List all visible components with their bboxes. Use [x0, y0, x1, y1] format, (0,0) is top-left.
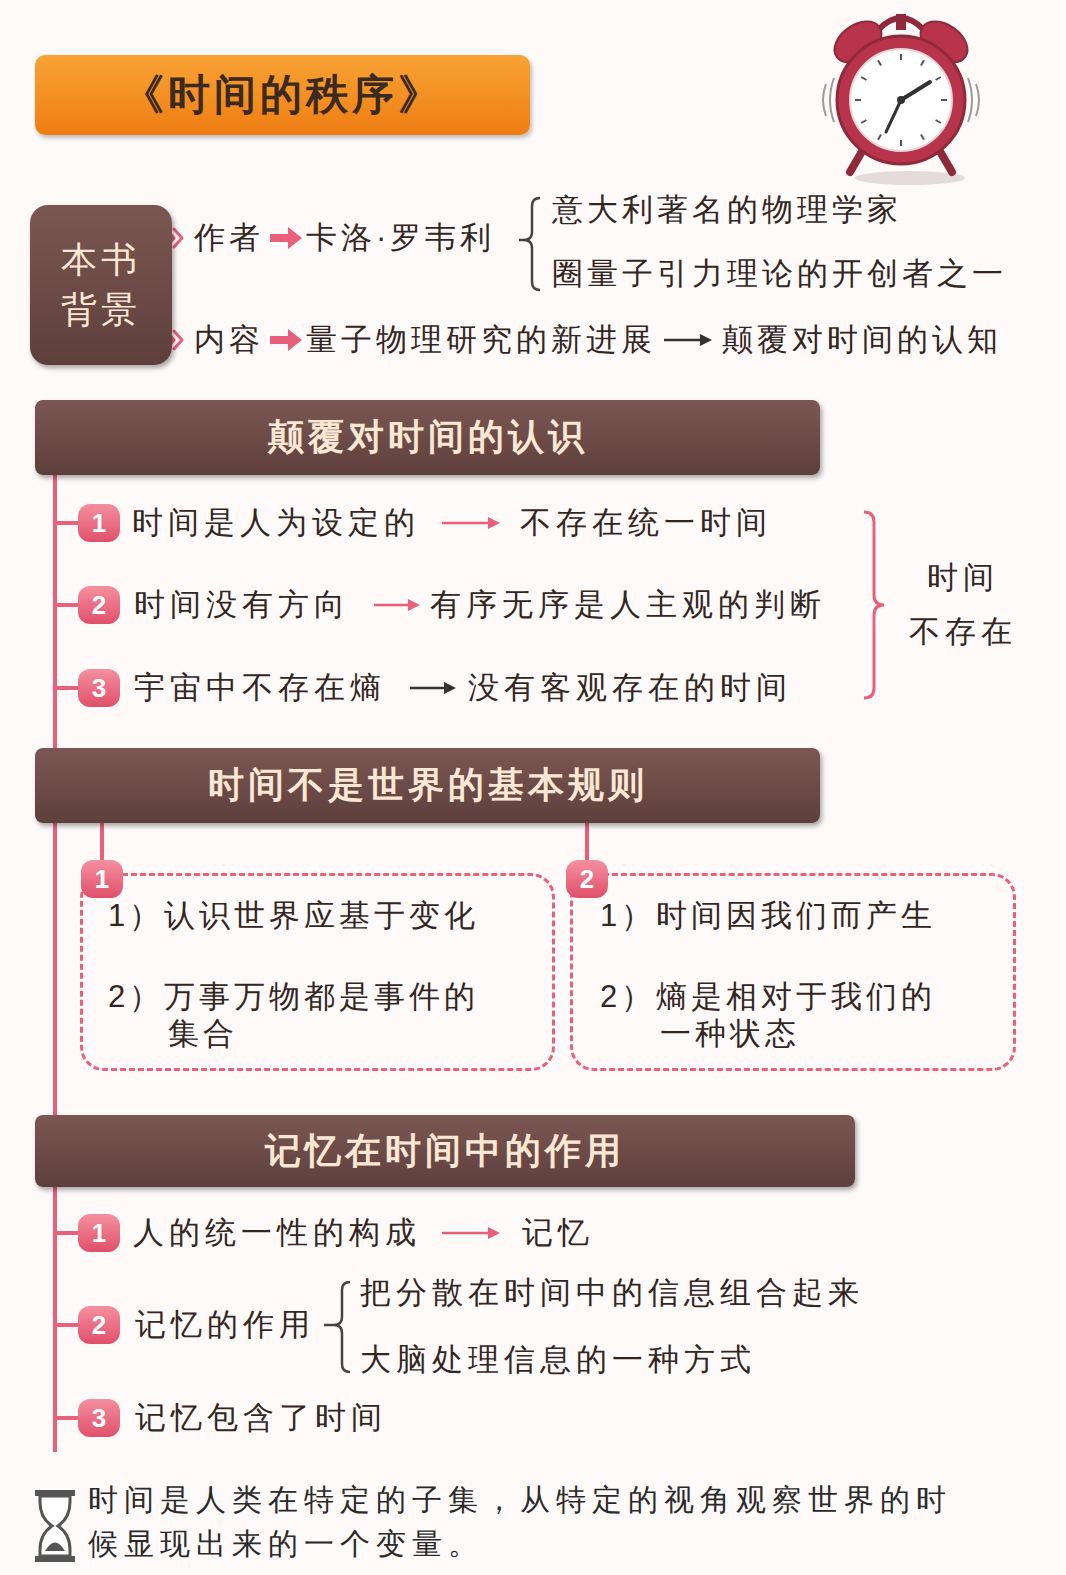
label-text: 大脑处理信息的一种方式 [360, 1341, 756, 1378]
badge-number: 2 [580, 864, 594, 895]
section-band: 颠覆对时间的认识 [35, 400, 820, 475]
brace [324, 1282, 350, 1372]
label-text: 时间 不存在 [893, 551, 1033, 660]
tree-connector [55, 475, 78, 523]
clock-knob [896, 14, 906, 30]
node-text: 颠覆对时间的认识 [268, 413, 588, 462]
tree-connector [55, 475, 78, 605]
label-text: 记忆 [522, 1214, 594, 1251]
section-band: 时间不是世界的基本规则 [35, 748, 820, 823]
thin-arrow [374, 599, 420, 611]
alarm-clock [823, 13, 979, 185]
background-box: 本书 背景 [30, 205, 172, 365]
node-text: 本书 背景 [46, 235, 156, 336]
vibration-mark [968, 78, 972, 122]
node-text: 记忆在时间中的作用 [265, 1127, 625, 1176]
label-text: 作者 [194, 219, 264, 256]
badge-number: 1 [92, 1218, 106, 1249]
brace [864, 512, 884, 698]
vibration-mark [976, 84, 979, 116]
vibration-mark [823, 84, 826, 116]
label-text: 记忆的作用 [135, 1306, 315, 1343]
badge-number: 3 [92, 673, 106, 704]
box-text: 2）熵是相对于我们的 一种状态 [600, 978, 1000, 1052]
tree-connector [55, 475, 78, 688]
box-text: 1）时间因我们而产生 [600, 897, 1000, 934]
label-text: 意大利著名的物理学家 [552, 191, 902, 228]
number-badge: 1 [78, 1214, 120, 1252]
tree-connector [55, 1187, 78, 1418]
label-text: 有序无序是人主观的判断 [430, 586, 826, 623]
section-band: 记忆在时间中的作用 [35, 1115, 855, 1187]
thin-arrow [442, 517, 500, 529]
dashed-group-box: 1）时间因我们而产生2）熵是相对于我们的 一种状态2 [570, 873, 1016, 1071]
number-badge: 1 [81, 860, 123, 898]
number-badge: 2 [566, 860, 608, 898]
bullet-chevron [174, 229, 182, 247]
number-badge: 2 [78, 1306, 120, 1344]
tree-connector [100, 823, 104, 860]
badge-number: 2 [92, 1310, 106, 1341]
book-title: 《时间的秩序》 [35, 55, 530, 135]
number-badge: 2 [78, 586, 120, 624]
badge-number: 1 [95, 864, 109, 895]
hourglass-icon [35, 1490, 75, 1562]
label-text: 没有客观存在的时间 [468, 669, 792, 706]
block-arrow [270, 329, 302, 351]
label-text: 量子物理研究的新进展 [306, 321, 656, 358]
clock-hand [901, 82, 930, 100]
bullet-chevron [174, 331, 182, 349]
label-text: 不存在统一时间 [520, 504, 772, 541]
label-text: 卡洛·罗韦利 [306, 219, 495, 256]
label-text: 记忆包含了时间 [135, 1399, 387, 1436]
clock-hand [886, 100, 901, 132]
tree-connector [585, 823, 589, 860]
label-text: 颠覆对时间的认知 [722, 321, 1002, 358]
thin-arrow [442, 1227, 500, 1239]
badge-number: 2 [92, 590, 106, 621]
label-text: 人的统一性的构成 [133, 1214, 421, 1251]
box-text: 1）认识世界应基于变化 [108, 897, 538, 934]
number-badge: 3 [78, 1399, 120, 1437]
badge-number: 3 [92, 1403, 106, 1434]
dashed-group-box: 1）认识世界应基于变化2）万事万物都是事件的 集合1 [80, 873, 555, 1071]
thin-arrow [664, 334, 712, 346]
node-text: 时间不是世界的基本规则 [208, 761, 648, 810]
clock-pin [897, 96, 905, 104]
caption-text: 时间是人类在特定的子集，从特定的视角观察世界的时 候显现出来的一个变量。 [88, 1478, 1038, 1565]
label-text: 宇宙中不存在熵 [134, 669, 386, 706]
label-text: 内容 [194, 321, 264, 358]
vibration-mark [830, 78, 834, 122]
thin-arrow [410, 682, 456, 694]
brace [519, 198, 540, 290]
clock-ticks [855, 54, 947, 146]
label-text: 圈量子引力理论的开创者之一 [552, 255, 1007, 292]
clock-face [850, 49, 952, 151]
tree-connector [55, 1187, 78, 1233]
label-text: 时间是人为设定的 [132, 504, 420, 541]
badge-number: 1 [92, 508, 106, 539]
label-text: 把分散在时间中的信息组合起来 [360, 1274, 864, 1311]
box-text: 2）万事万物都是事件的 集合 [108, 978, 538, 1052]
tree-connector [55, 1187, 78, 1325]
label-text: 时间没有方向 [134, 586, 350, 623]
clock-body [837, 36, 965, 164]
number-badge: 3 [78, 669, 120, 707]
block-arrow [270, 227, 302, 249]
number-badge: 1 [78, 504, 120, 542]
